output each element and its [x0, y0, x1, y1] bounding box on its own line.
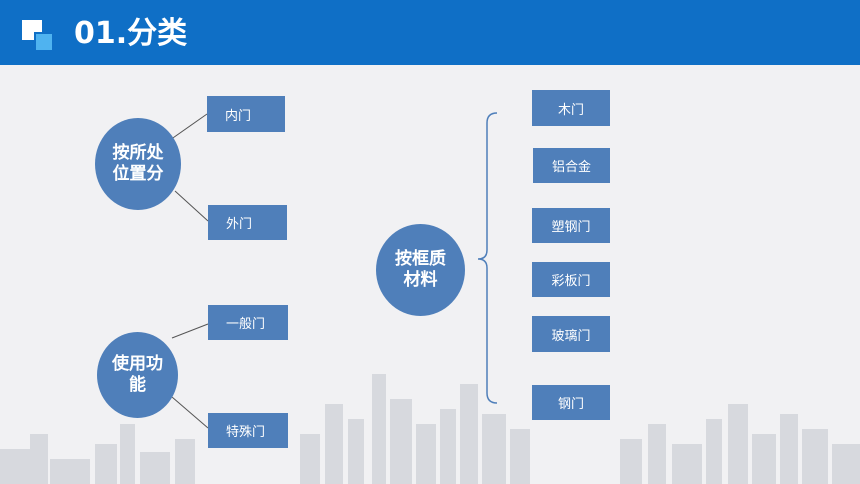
item-label: 木门 — [557, 102, 584, 118]
position-group-circle: 按所处位置分 — [95, 118, 181, 210]
material-item-steel: 钢门 — [532, 385, 610, 420]
material-item-plastic-steel: 塑钢门 — [532, 208, 610, 243]
material-item-aluminum: 铝合金 — [533, 148, 610, 183]
connector-line — [174, 190, 209, 222]
item-label: 塑钢门 — [551, 220, 591, 235]
item-label: 彩板门 — [551, 274, 591, 289]
material-group-circle: 按框质材料 — [376, 224, 465, 316]
function-item-special-door: 特殊门 — [208, 413, 288, 448]
material-group-label: 按框质材料 — [395, 249, 446, 290]
item-label: 内门 — [225, 108, 252, 124]
item-label: 特殊门 — [226, 425, 266, 440]
item-label: 一般门 — [226, 317, 266, 332]
connector-line — [171, 323, 209, 339]
item-label: 外门 — [226, 217, 253, 232]
header-bar: 01.分类 — [0, 0, 860, 65]
item-label: 玻璃门 — [551, 328, 591, 344]
function-item-general-door: 一般门 — [208, 305, 288, 340]
connector-line — [169, 113, 208, 141]
city-skyline-background — [0, 374, 860, 484]
connector-line — [171, 396, 209, 429]
item-label: 钢门 — [557, 397, 584, 412]
function-group-circle: 使用功能 — [97, 332, 178, 418]
function-group-label: 使用功能 — [112, 354, 163, 395]
curly-bracket — [477, 112, 498, 404]
square-stack-icon-front — [34, 32, 54, 52]
position-item-outer-door: 外门 — [208, 205, 287, 240]
material-item-glass: 玻璃门 — [532, 316, 610, 352]
item-label: 铝合金 — [551, 160, 591, 175]
position-group-label: 按所处位置分 — [112, 143, 164, 184]
position-item-inner-door: 内门 — [207, 96, 285, 132]
material-item-wood: 木门 — [532, 90, 610, 126]
page-title: 01.分类 — [74, 16, 188, 51]
material-item-color-steel: 彩板门 — [532, 262, 610, 297]
